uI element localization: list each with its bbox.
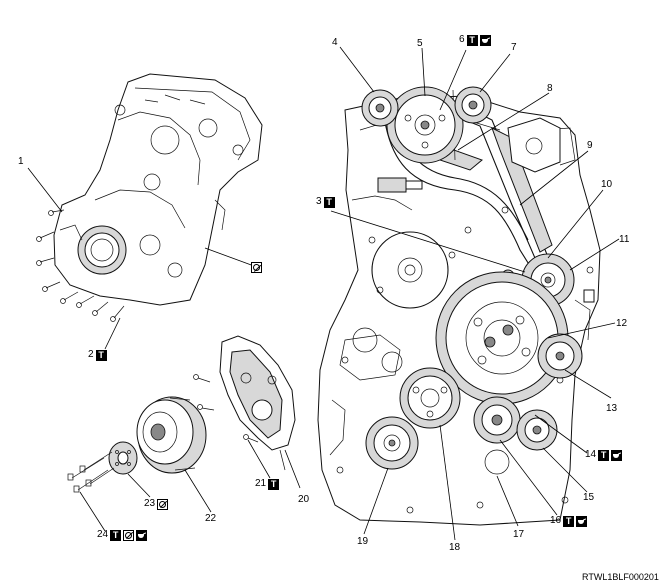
callout-number: 10	[601, 179, 613, 190]
callout-18: 18	[449, 542, 460, 554]
callout-15: 15	[583, 492, 594, 504]
callout-number: 18	[449, 542, 461, 553]
callout-10: 10	[601, 179, 612, 191]
cover-bolts	[36, 209, 125, 322]
torque-icon: T	[268, 478, 280, 490]
bottom-left-gear	[365, 416, 419, 470]
callout-number: 15	[583, 492, 595, 503]
lower-left-gear	[399, 367, 461, 429]
callout-number: 19	[357, 536, 369, 547]
right-idler-gear-top	[454, 86, 492, 124]
left-idler-gear-top	[361, 89, 399, 127]
pulley-washer	[108, 441, 138, 475]
bracket-bolts	[193, 374, 259, 443]
callout-number: 12	[616, 318, 628, 329]
apply-oil-icon	[136, 529, 148, 541]
callout-number: 7	[511, 42, 517, 53]
callout-5: 5	[417, 38, 423, 50]
apply-oil-icon	[576, 515, 588, 527]
callout-number: 6	[459, 34, 465, 45]
reference-code: RTWL1BLF000201	[582, 572, 659, 582]
callout-8: 8	[547, 83, 553, 95]
do-not-reuse-icon	[251, 262, 262, 273]
camshaft-sprocket	[386, 86, 464, 164]
callout-7: 7	[511, 42, 517, 54]
lower-right-gear	[516, 409, 558, 451]
torque-icon: T	[563, 515, 575, 527]
timing-gear-case-cover	[53, 73, 263, 306]
callout-12: 12	[616, 318, 627, 330]
callout-4: 4	[332, 37, 338, 49]
callout-23: 23	[144, 498, 169, 510]
front-cover-bracket	[219, 335, 296, 471]
callout-number: 13	[606, 403, 618, 414]
upper-right-housing	[507, 117, 561, 173]
leader-lines	[27, 46, 620, 541]
callout-1: 1	[18, 156, 24, 168]
callout-number: 11	[619, 234, 630, 245]
right-gear	[537, 333, 583, 379]
callout-number: 2	[88, 349, 94, 360]
torque-icon: T	[95, 349, 107, 361]
callout-number: 8	[547, 83, 553, 94]
torque-icon: T	[323, 196, 335, 208]
callout-number: 14	[585, 449, 597, 460]
torque-icon: T	[466, 34, 478, 46]
apply-oil-icon	[479, 34, 491, 46]
bottom-center-boss	[484, 449, 510, 475]
callout-20: 20	[298, 494, 309, 506]
callout-number: 16	[550, 515, 562, 526]
callout-number: 1	[18, 156, 24, 167]
right-bracket	[583, 289, 595, 303]
do-not-reuse-icon	[157, 498, 169, 510]
callout-19: 19	[357, 536, 368, 548]
callout-number: 23	[144, 498, 156, 509]
callout-number: 4	[332, 37, 338, 48]
callout-symbol	[251, 262, 262, 273]
callout-13: 13	[606, 403, 617, 415]
callout-number: 17	[513, 529, 525, 540]
lower-mid-gear	[473, 396, 521, 444]
torque-icon: T	[598, 449, 610, 461]
callout-number: 5	[417, 38, 423, 49]
callout-number: 20	[298, 494, 310, 505]
pulley-bolts	[67, 451, 115, 493]
apply-oil-icon	[611, 449, 623, 461]
callout-22: 22	[205, 513, 216, 525]
callout-9: 9	[587, 140, 593, 152]
callout-11: 11	[619, 234, 629, 246]
torque-icon: T	[110, 529, 122, 541]
main-idler-gear	[435, 271, 569, 405]
callout-number: 24	[97, 529, 109, 540]
callout-number: 3	[316, 196, 322, 207]
position-sensor	[377, 177, 423, 193]
do-not-reuse-icon	[123, 529, 135, 541]
callout-17: 17	[513, 529, 524, 541]
callout-number: 9	[587, 140, 593, 151]
callout-number: 22	[205, 513, 217, 524]
crankshaft-pulley	[136, 396, 207, 474]
callout-number: 21	[255, 478, 267, 489]
